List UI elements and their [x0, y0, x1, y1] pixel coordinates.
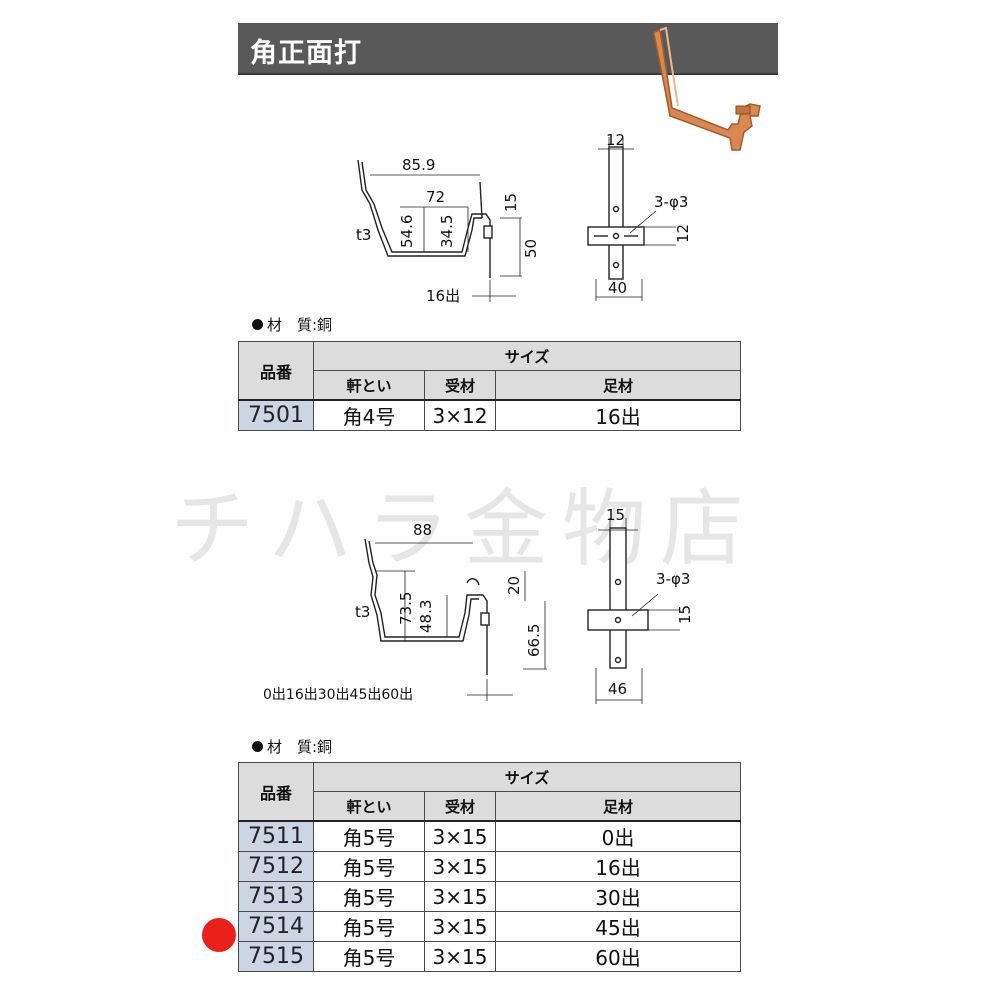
- header-size: サイズ: [313, 762, 741, 792]
- dim-depth-inner: 48.3: [417, 600, 435, 633]
- table-row: 7513 角5号 3×15 30出: [238, 881, 741, 912]
- dim-depth-outer: 54.6: [398, 215, 416, 248]
- dim-hook: 15: [502, 193, 520, 212]
- bullet-icon: [252, 319, 263, 330]
- bullet-icon: [252, 741, 263, 752]
- side-view-drawing-7501: 12 3-φ3 12 40: [580, 125, 730, 305]
- material-note-1: 材 質:銅: [252, 314, 332, 335]
- dim-side-holes: 3-φ3: [654, 193, 688, 211]
- dim-side-width-bottom: 46: [608, 680, 627, 698]
- watermark: チハラ金物店: [170, 480, 759, 578]
- dim-width-top: 85.9: [402, 156, 435, 174]
- header-size: サイズ: [313, 341, 741, 371]
- dim-leg: 66.5: [525, 624, 543, 657]
- dim-leg: 50: [522, 239, 540, 258]
- dim-side-hole-pitch: 12: [674, 224, 692, 243]
- table-row: 7512 角5号 3×15 16出: [238, 851, 741, 882]
- material-note-2: 材 質:銅: [252, 736, 332, 757]
- table-row: 7501 角4号 3×12 16出: [238, 399, 741, 431]
- header-gutter: 軒とい: [313, 791, 425, 822]
- header-code: 品番: [238, 341, 314, 401]
- front-view-drawing-751x: 88 t3 73.5 48.3 20 66.5 0出16出30出45出60出: [255, 515, 565, 715]
- title-bar: 角正面打: [238, 23, 778, 73]
- table-row: 7511 角5号 3×15 0出: [238, 820, 741, 852]
- header-receiver: 受材: [424, 791, 496, 822]
- front-view-drawing-7501: 85.9 72 t3 54.6 34.5 15 50 16出: [340, 120, 540, 310]
- dim-hook: 20: [505, 576, 523, 595]
- header-foot: 足材: [495, 370, 741, 401]
- dim-foot: 16出: [426, 287, 460, 305]
- header-receiver: 受材: [424, 370, 496, 401]
- header-gutter: 軒とい: [313, 370, 425, 401]
- dim-depth-inner: 34.5: [438, 215, 456, 248]
- page-title: 角正面打: [250, 38, 362, 69]
- dim-side-width-bottom: 40: [608, 279, 627, 297]
- dim-side-width-top: 12: [606, 131, 625, 149]
- selection-marker: [202, 918, 236, 952]
- dim-thickness: t3: [356, 226, 371, 244]
- dim-thickness: t3: [355, 603, 370, 621]
- dim-side-width-top: 15: [606, 506, 625, 524]
- dim-side-hole-pitch: 15: [676, 605, 694, 624]
- table-row: 7515 角5号 3×15 60出: [238, 941, 741, 972]
- dim-foot: 0出16出30出45出60出: [263, 687, 413, 703]
- table-row: 7514 角5号 3×15 45出: [238, 911, 741, 942]
- dim-side-holes: 3-φ3: [656, 570, 690, 588]
- product-photo: [640, 20, 780, 160]
- header-code: 品番: [238, 762, 314, 822]
- header-foot: 足材: [495, 791, 741, 822]
- side-view-drawing-751x: 15 3-φ3 15 46: [580, 500, 730, 710]
- spec-table-1: 品番 サイズ 軒とい 受材 足材 7501 角4号 3×12 16出: [238, 341, 741, 431]
- dim-width-top: 88: [413, 521, 432, 539]
- dim-width-inner: 72: [426, 188, 445, 206]
- dim-depth-outer: 73.5: [397, 592, 415, 625]
- spec-table-2: 品番 サイズ 軒とい 受材 足材 7511 角5号 3×15 0出 7512 角…: [238, 762, 741, 972]
